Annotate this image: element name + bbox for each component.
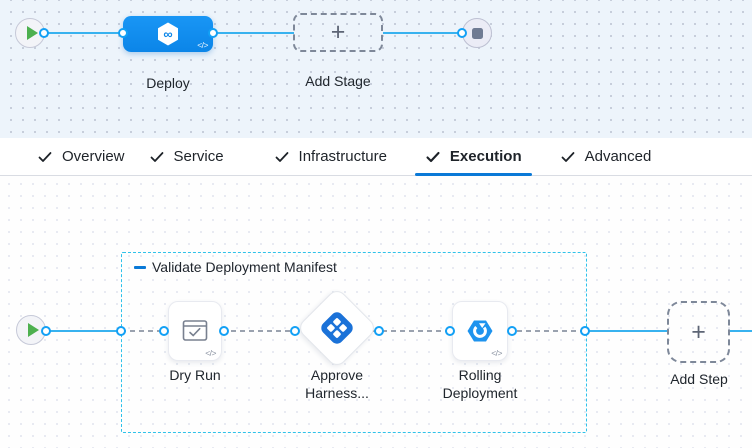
step-label-dry-run: Dry Run (169, 367, 221, 383)
code-view-icon[interactable]: </> (205, 348, 216, 358)
check-icon (150, 151, 163, 162)
tab-overview[interactable]: Overview (25, 138, 137, 175)
connector-line (730, 330, 752, 332)
dry-run-icon (182, 320, 208, 341)
node-port[interactable] (159, 326, 169, 336)
node-port[interactable] (41, 326, 51, 336)
connector-line (32, 330, 121, 332)
node-port[interactable] (118, 28, 128, 38)
add-step-label: Add Step (670, 371, 728, 387)
node-port[interactable] (445, 326, 455, 336)
svg-text:∞: ∞ (163, 27, 172, 42)
connector-line (44, 32, 124, 34)
code-view-icon[interactable]: </> (491, 348, 502, 358)
node-port[interactable] (208, 28, 218, 38)
add-stage-button[interactable]: + (293, 13, 383, 52)
rolling-deployment-icon (467, 320, 493, 342)
stop-icon (471, 27, 483, 39)
play-icon (26, 26, 38, 40)
check-icon (426, 151, 440, 162)
node-port[interactable] (39, 28, 49, 38)
step-group-header[interactable]: Validate Deployment Manifest (134, 259, 337, 275)
plus-icon: + (691, 317, 706, 346)
node-port[interactable] (219, 326, 229, 336)
node-port[interactable] (290, 326, 300, 336)
step-node-dry-run[interactable]: </> (168, 301, 222, 361)
step-group-title: Validate Deployment Manifest (152, 259, 337, 275)
tab-service[interactable]: Service (137, 138, 236, 175)
tab-label: Infrastructure (298, 148, 387, 165)
tab-label: Advanced (584, 148, 652, 165)
node-port[interactable] (457, 28, 467, 38)
dashed-connector-line (508, 330, 585, 332)
add-stage-label: Add Stage (305, 73, 371, 89)
dashed-connector-line (222, 330, 310, 332)
connector-line (585, 330, 667, 332)
stage-node-deploy[interactable]: ∞ </> (123, 16, 213, 52)
connector-line (213, 32, 294, 34)
check-icon (561, 151, 575, 162)
tab-execution[interactable]: Execution (413, 138, 534, 176)
node-port[interactable] (580, 326, 590, 336)
collapse-icon[interactable] (134, 265, 146, 269)
node-port[interactable] (374, 326, 384, 336)
dashed-connector-line (364, 330, 452, 332)
pipeline-end-node[interactable] (462, 18, 492, 48)
tab-label: Service (173, 148, 224, 165)
tab-label: Execution (449, 148, 522, 165)
code-view-icon[interactable]: </> (197, 40, 208, 50)
tab-infrastructure[interactable]: Infrastructure (262, 138, 399, 175)
stage-graph-canvas[interactable]: ∞ </> + Deploy Add Stage (0, 0, 752, 138)
dashed-connector-line (121, 330, 168, 332)
node-port[interactable] (507, 326, 517, 336)
add-step-button[interactable]: + (667, 301, 730, 363)
check-icon (38, 151, 52, 162)
node-port[interactable] (116, 326, 126, 336)
connector-line (383, 32, 463, 34)
harness-logo-icon: ∞ (158, 22, 178, 46)
step-group-validate-deployment-manifest[interactable]: Validate Deployment Manifest (121, 252, 587, 433)
harness-approval-icon[interactable] (315, 306, 359, 350)
play-icon (27, 323, 39, 337)
plus-icon: + (330, 18, 346, 46)
step-node-rolling-deployment[interactable]: </> (452, 301, 508, 361)
stage-label: Deploy (146, 75, 190, 91)
active-tab-underline (414, 173, 532, 176)
step-label-approval: Approve Harness... (305, 367, 369, 401)
tab-advanced[interactable]: Advanced (548, 138, 664, 175)
check-icon (275, 151, 288, 162)
stage-config-tabbar: Overview Service Infrastructure Executio… (0, 138, 752, 176)
tab-label: Overview (62, 148, 125, 165)
execution-graph-canvas[interactable]: Validate Deployment Manifest </> (0, 176, 752, 448)
step-label-rolling-deployment: Rolling Deployment (442, 367, 518, 401)
